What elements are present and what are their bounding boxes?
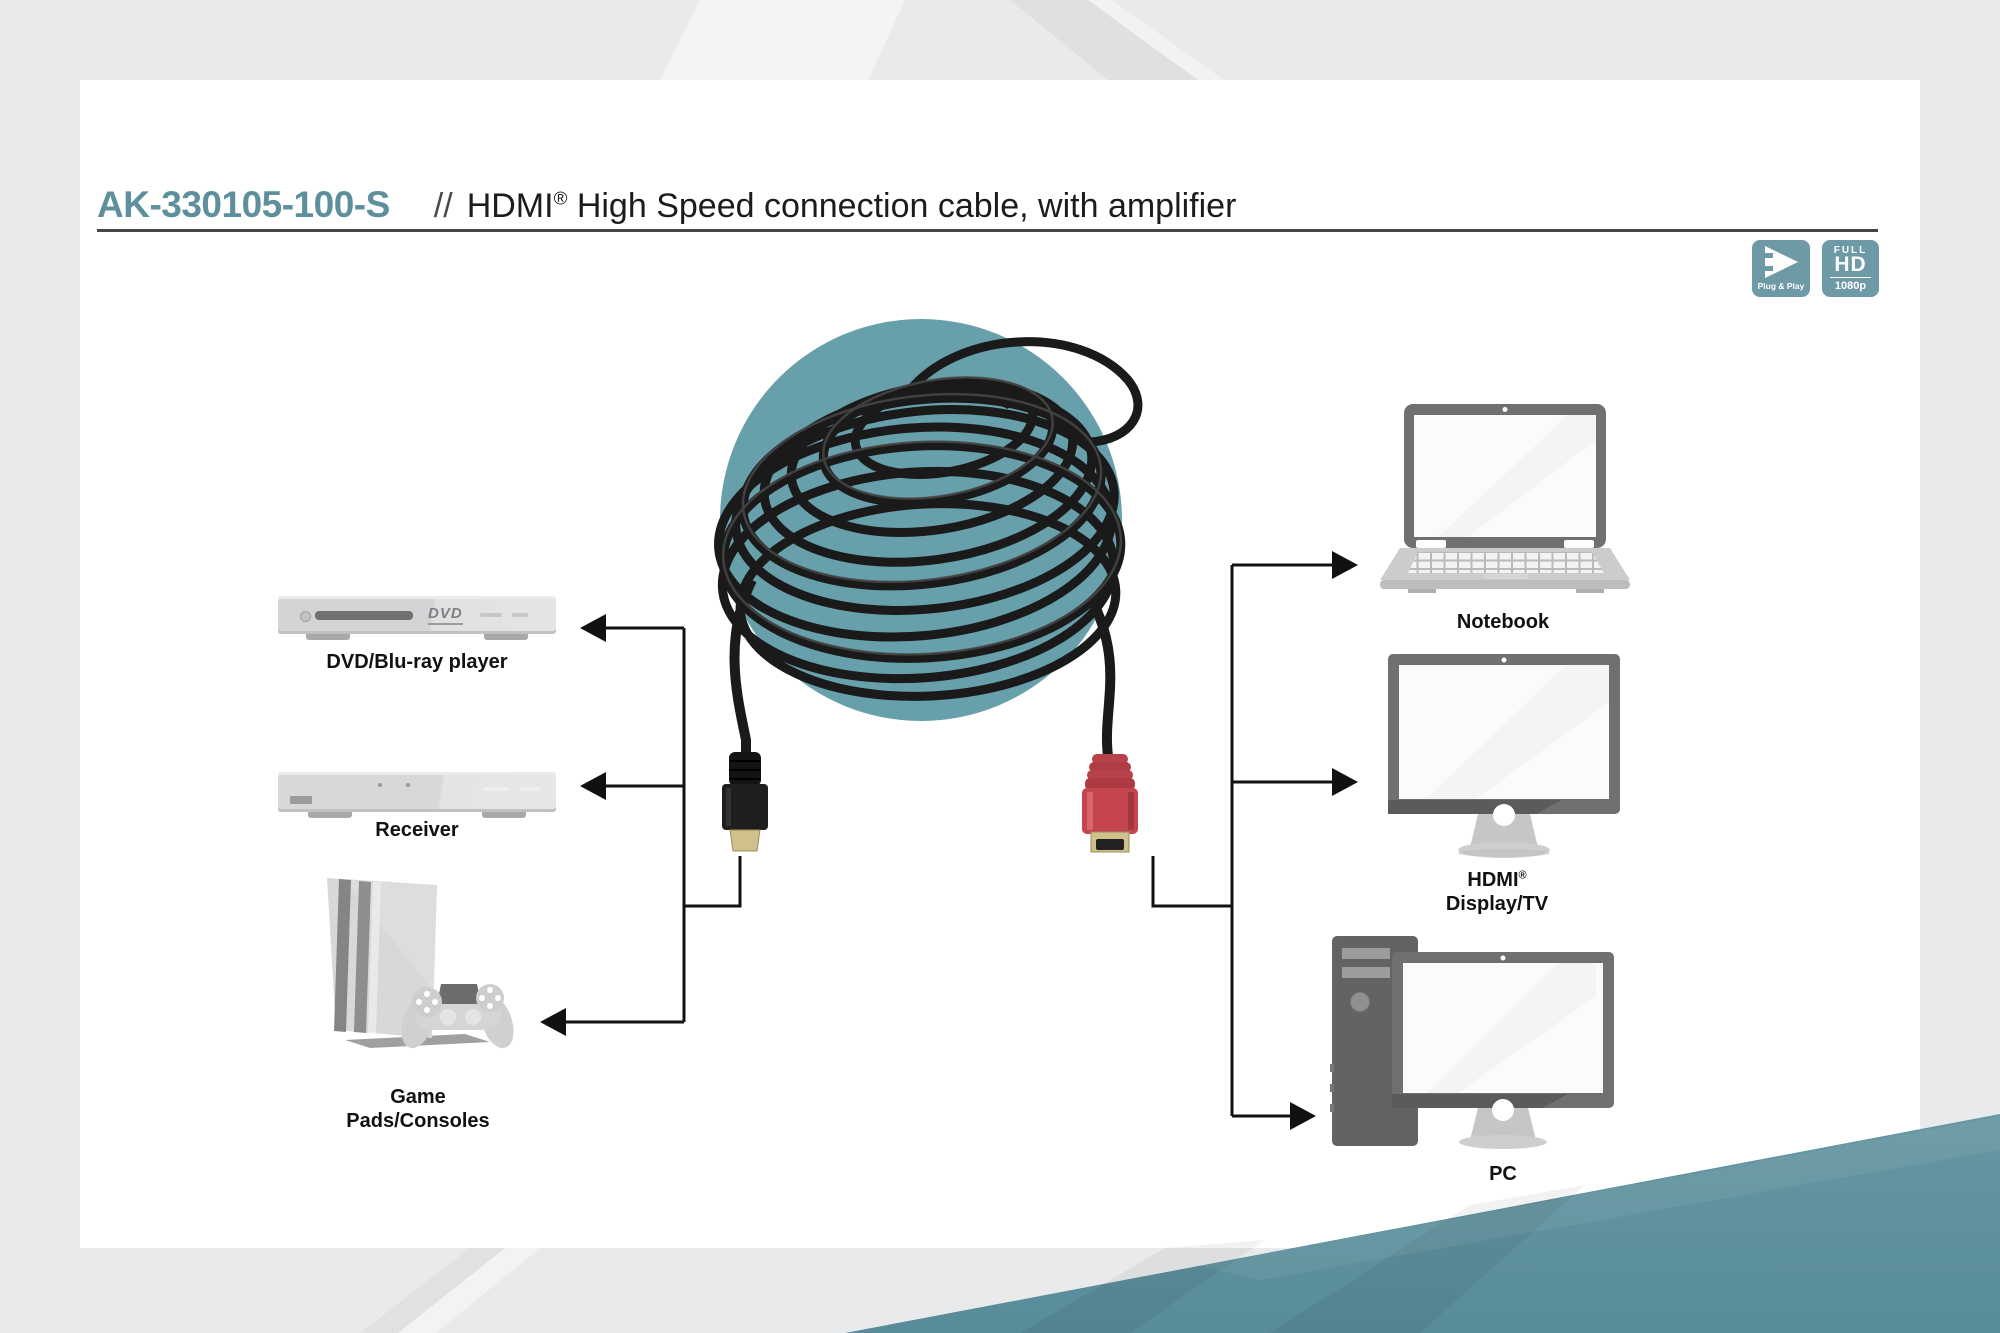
receiver-panel-line xyxy=(483,787,509,791)
gamepad xyxy=(401,984,514,1049)
pc-illustration xyxy=(1330,936,1614,1149)
pc-side-notch xyxy=(1330,1064,1334,1072)
full-hd-badge: FULL HD 1080p xyxy=(1822,240,1879,297)
pc-side-notch xyxy=(1330,1084,1334,1092)
display-screen-sheen xyxy=(1426,665,1609,799)
hinge-notch xyxy=(1564,540,1594,548)
console-stripe xyxy=(334,879,351,1032)
hinge-notch xyxy=(1416,540,1446,548)
full-hd-divider xyxy=(1830,276,1871,278)
pc-monitor-bezel-shade xyxy=(1392,1094,1568,1108)
display-bezel-shade xyxy=(1388,800,1562,814)
cable-coil-highlights xyxy=(721,376,1123,656)
teal-band-shade xyxy=(1020,1240,1265,1333)
dvd-player-label: DVD/Blu-ray player xyxy=(326,651,508,673)
top-decor-stripe xyxy=(660,0,905,80)
gamepad-touchpad xyxy=(437,984,481,1004)
bottom-left-decor xyxy=(398,1248,540,1333)
display-label-reg: ® xyxy=(1518,869,1527,882)
hdmi-connector-red xyxy=(1082,754,1138,853)
pc-drive-slot xyxy=(1342,967,1390,978)
notebook-touchpad xyxy=(1483,574,1529,579)
teal-band-shade xyxy=(1270,1185,1585,1333)
notebook-screen-sheen xyxy=(1438,415,1596,537)
plug-play-icon xyxy=(1765,246,1798,278)
pc-label: PC xyxy=(1489,1163,1517,1185)
dvd-panel-line xyxy=(480,613,502,617)
receiver-illustration xyxy=(278,772,556,828)
plug-and-play-badge: Plug & Play xyxy=(1752,240,1810,297)
console-label: Game Pads/Consoles xyxy=(346,1086,490,1132)
notebook-foot xyxy=(1576,589,1604,593)
receiver-panel-line xyxy=(520,787,540,791)
receiver-knob xyxy=(378,783,382,787)
receiver-display xyxy=(290,796,312,804)
title-rest: High Speed connection cable, with amplif… xyxy=(567,187,1237,225)
bottom-left-decor xyxy=(360,1248,505,1333)
receiver-label: Receiver xyxy=(375,819,459,841)
notebook-label: Notebook xyxy=(1456,611,1550,633)
top-decor-stripe xyxy=(1010,0,1198,80)
full-hd-line1: FULL xyxy=(1833,245,1868,256)
page-title: HDMI® High Speed connection cable, with … xyxy=(467,187,1237,226)
display-stand-neck xyxy=(1470,814,1538,848)
dvd-tray-slot xyxy=(315,611,413,620)
teal-band-highlight xyxy=(1200,1116,2000,1280)
webcam-dot xyxy=(1502,407,1508,412)
title-brand: HDMI xyxy=(466,187,554,225)
plug-play-label: Plug & Play xyxy=(1757,281,1805,291)
hdmi-connector-black xyxy=(722,752,768,852)
dvd-logo: DVD xyxy=(428,605,463,625)
webcam-dot xyxy=(1500,955,1506,961)
receiver-body xyxy=(278,772,556,812)
game-console-illustration xyxy=(327,878,514,1049)
product-code: AK-330105-100-S xyxy=(97,184,390,225)
teal-corner-band xyxy=(845,1114,2000,1333)
pc-screen-sheen xyxy=(1428,963,1596,1093)
notebook-front-edge xyxy=(1380,580,1630,589)
console-stripe xyxy=(354,881,371,1033)
webcam-dot xyxy=(1501,657,1507,663)
dvd-power-button xyxy=(300,611,311,622)
display-tv-label: HDMI® Display/TV xyxy=(1387,868,1607,916)
display-label-line2: Display/TV xyxy=(1445,893,1549,915)
receiver-foot xyxy=(308,812,352,818)
pc-drive-slot xyxy=(1342,948,1390,959)
cable-product-image xyxy=(714,319,1143,853)
dvd-foot xyxy=(484,634,528,640)
display-tv-illustration xyxy=(1388,654,1620,858)
title-rule xyxy=(97,229,1878,232)
display-stand-notch xyxy=(1493,804,1515,826)
full-hd-line3: 1080p xyxy=(1834,279,1867,292)
pc-stand-base xyxy=(1459,1135,1547,1149)
notebook-keyboard xyxy=(1408,552,1604,573)
title-separator: // xyxy=(433,187,453,225)
console-stripe xyxy=(368,882,381,1033)
page-header: AK-330105-100-S // HDMI® High Speed conn… xyxy=(97,184,1236,226)
display-label-brand: HDMI xyxy=(1467,869,1519,891)
pc-power-button xyxy=(1350,992,1370,1012)
dvd-panel-line xyxy=(512,613,528,617)
notebook-illustration xyxy=(1380,404,1630,593)
notebook-foot xyxy=(1408,589,1436,593)
dvd-foot xyxy=(306,634,350,640)
pc-stand-notch xyxy=(1492,1099,1514,1121)
full-hd-line2: HD xyxy=(1834,253,1867,276)
top-decor-stripe xyxy=(1088,0,1224,80)
pc-side-notch xyxy=(1330,1104,1334,1112)
receiver-knob xyxy=(406,783,410,787)
receiver-foot xyxy=(482,812,526,818)
dvd-player-illustration: DVD xyxy=(278,596,556,652)
display-base-shadow xyxy=(1458,849,1550,857)
pc-stand-neck xyxy=(1470,1108,1536,1140)
registered-mark: ® xyxy=(553,187,568,209)
